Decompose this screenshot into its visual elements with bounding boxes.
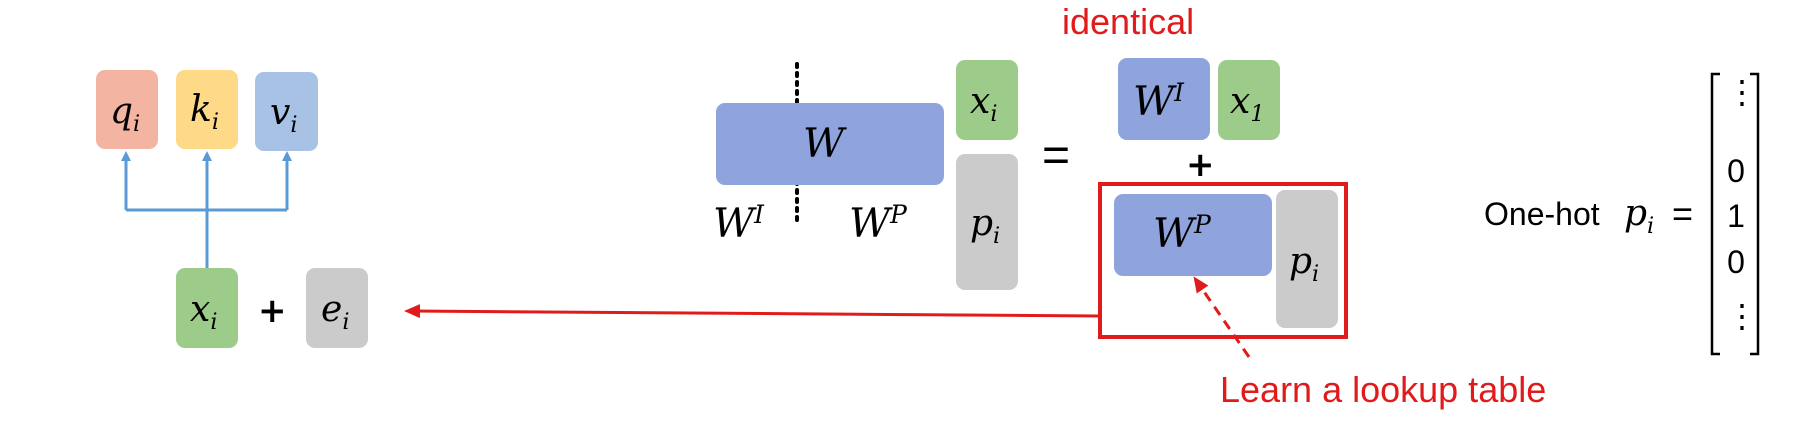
x-box [176, 268, 238, 348]
onehot-entry-2: 1 [1727, 198, 1745, 234]
onehot-label: One-hot [1484, 196, 1600, 232]
arrow-to-e [404, 304, 1101, 319]
k-box [176, 70, 238, 149]
x1-label: x1 [1230, 81, 1265, 127]
plus-sign-left: + [258, 291, 287, 331]
onehot-equals: = [1672, 193, 1694, 234]
w-block [716, 103, 944, 185]
plus-sign-right: + [1186, 145, 1215, 185]
x-column-label: xi [970, 81, 998, 127]
q-box [96, 70, 158, 149]
q-label: qi [110, 91, 141, 137]
x1-box [1218, 60, 1280, 140]
x-label: xi [190, 289, 218, 335]
e-label: ei [321, 289, 350, 335]
w-block-label: W [803, 121, 845, 167]
p-column-label: pi [970, 203, 1001, 249]
arrow-lookup-dashed [1193, 276, 1251, 358]
lookup-label: Learn a lookup table [1220, 369, 1547, 410]
p-column-box [956, 154, 1018, 290]
lookup-frame [1098, 182, 1348, 339]
w-right-label: WP [849, 200, 907, 247]
p-column-right-label: pi [1289, 241, 1320, 287]
onehot-entry-0: ⋮ [1726, 74, 1758, 110]
onehot-entry-1: 0 [1727, 153, 1745, 189]
bracket-left [1710, 72, 1720, 356]
p-column-right-box [1276, 190, 1338, 328]
onehot-entry-4: ⋮ [1726, 298, 1758, 334]
v-label: vi [270, 92, 298, 138]
onehot-entry-3: 0 [1727, 244, 1745, 280]
bracket-right [1750, 72, 1760, 356]
wp-block-label: WP [1153, 210, 1211, 257]
e-box [306, 268, 368, 348]
wp-block [1114, 194, 1272, 276]
v-box [255, 72, 318, 151]
identical-label: identical [1062, 1, 1195, 42]
connector-x-to-qkv [126, 208, 287, 268]
wi-block [1118, 58, 1210, 140]
k-label: ki [190, 89, 219, 135]
onehot-symbol: pi [1624, 193, 1655, 239]
equals-sign: = [1042, 129, 1071, 182]
x-column-box [956, 60, 1018, 140]
w-left-label: WI [713, 200, 764, 247]
wi-block-label: WI [1133, 78, 1184, 125]
